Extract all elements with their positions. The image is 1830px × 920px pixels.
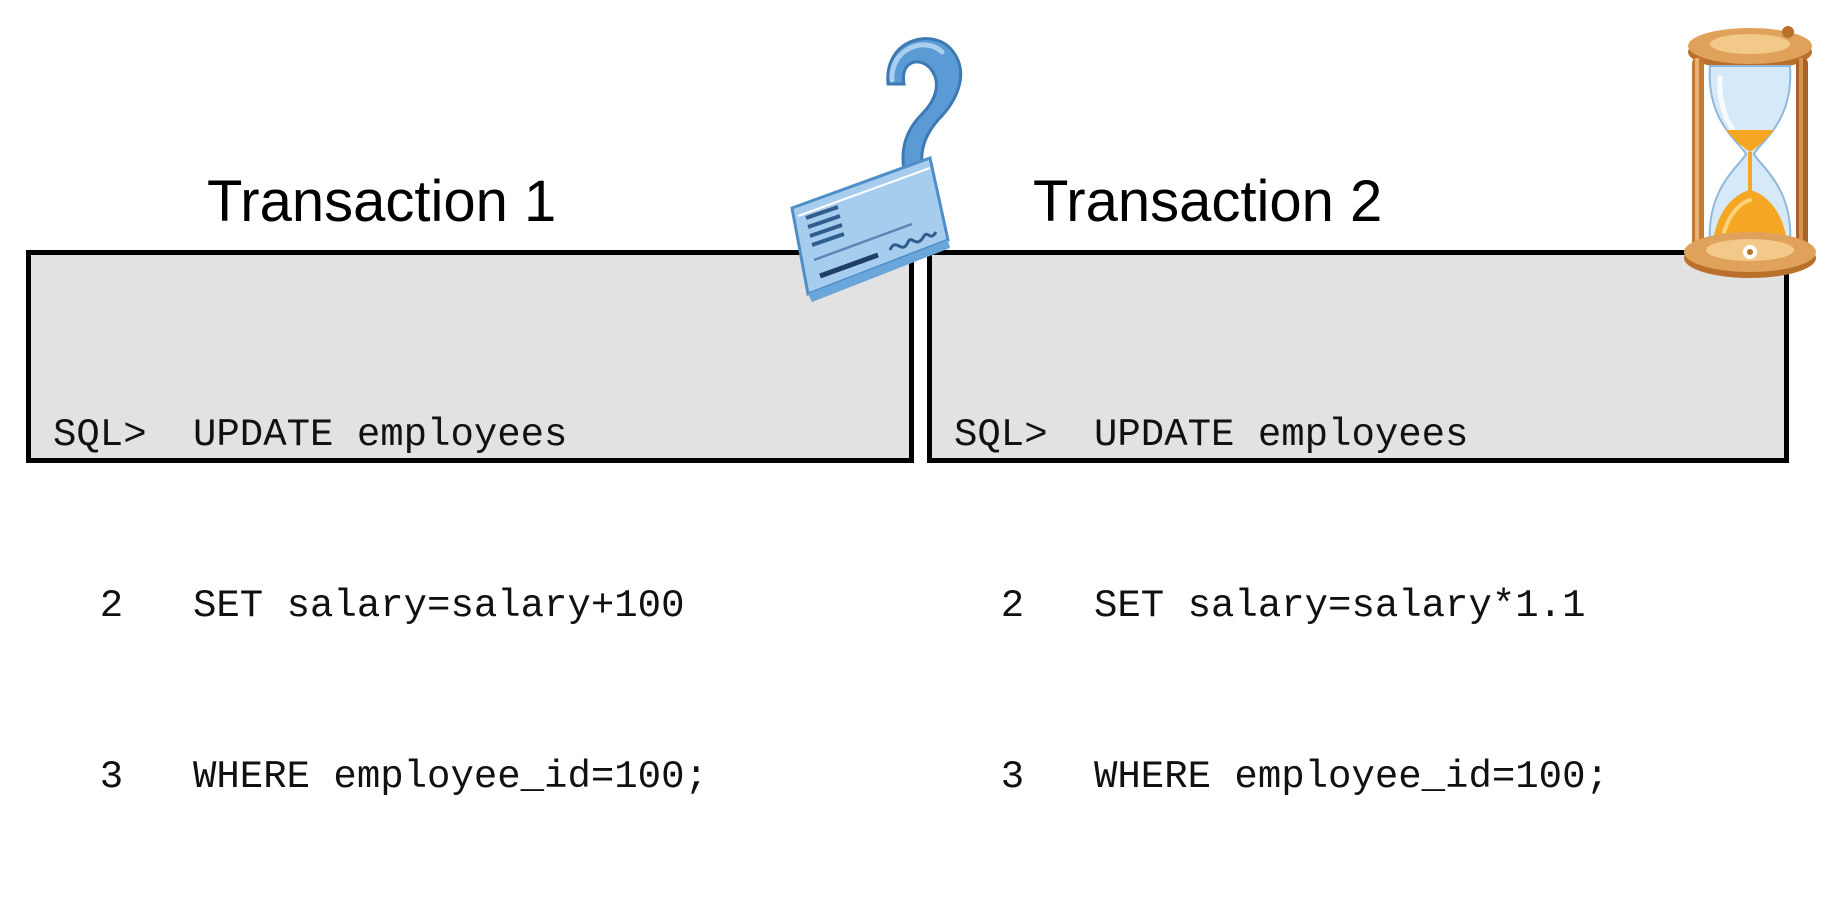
line-number: 3 [53, 755, 124, 799]
line-statement: WHERE employee_id=100; [1094, 755, 1609, 799]
line-statement: UPDATE employees [193, 413, 568, 457]
code-line: 2 SET salary=salary+100 [53, 578, 708, 635]
line-statement: WHERE employee_id=100; [193, 755, 708, 799]
line-prompt: SQL> [954, 413, 1048, 457]
transaction-1-code: SQL> UPDATE employees 2 SET salary=salary+… [53, 293, 708, 920]
hourglass-icon [1684, 26, 1816, 278]
line-statement: SET salary=salary+100 [193, 584, 685, 628]
line-number: 2 [954, 584, 1025, 628]
code-line: SQL> UPDATE employees [954, 407, 1609, 464]
check-with-question-mark-icon [790, 37, 963, 302]
line-number: 2 [53, 584, 124, 628]
line-number: 3 [954, 755, 1025, 799]
code-line: 3 WHERE employee_id=100; [53, 749, 708, 806]
transaction-2-code: SQL> UPDATE employees 2 SET salary=salary*… [954, 293, 1609, 920]
transaction-2-sql-box: SQL> UPDATE employees 2 SET salary=salary*… [927, 250, 1789, 799]
line-statement: UPDATE employees [1094, 413, 1469, 457]
code-line: 3 WHERE employee_id=100; [954, 749, 1609, 806]
code-line: SQL> UPDATE employees [53, 407, 708, 464]
line-statement: SET salary=salary*1.1 [1094, 584, 1586, 628]
transaction-1-title: Transaction 1 [207, 169, 557, 234]
code-line: 2 SET salary=salary*1.1 [954, 578, 1609, 635]
line-prompt: SQL> [53, 413, 147, 457]
transaction-2-title: Transaction 2 [1033, 169, 1383, 234]
